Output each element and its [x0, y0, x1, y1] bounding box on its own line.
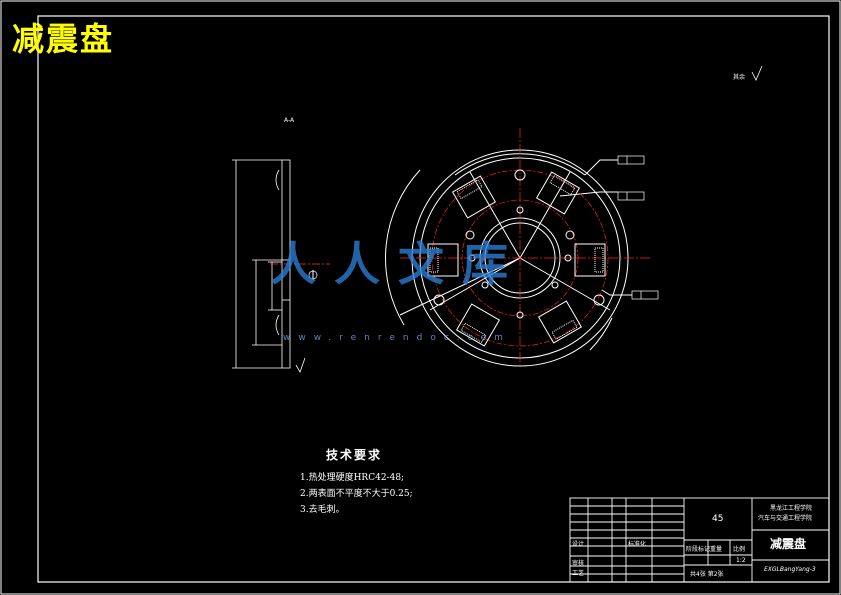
tolerance-frames [617, 155, 659, 300]
sheet-count: 共4张 第2张 [690, 571, 724, 578]
scale-value: 1:2 [736, 557, 746, 564]
disc-windows [427, 171, 606, 347]
disc-holes [433, 169, 605, 319]
ratio-label: 比例 [733, 546, 746, 553]
watermark-url: www.renrendoc.com [283, 333, 511, 343]
section-view [232, 159, 306, 373]
tech-item: 3.去毛刺。 [300, 505, 345, 515]
technical-requirements: 技术要求 1.热处理硬度HRC42-48; 2.两表面不平度不大于0.25; 3… [300, 446, 413, 518]
tech-item: 2.两表面不平度不大于0.25; [300, 489, 413, 499]
standard-label: 标准化 [628, 541, 647, 548]
designer-label: 设计 [572, 541, 585, 548]
weight-label: 重量 [710, 546, 723, 553]
school-dept: 汽车与交通工程学院 [758, 515, 813, 522]
section-label: A-A [284, 117, 295, 124]
drawing-title: 减震盘 [12, 20, 115, 58]
school-name: 黑龙江工程学院 [770, 505, 813, 512]
material-value: 45 [712, 514, 724, 524]
stage-label: 阶段标记 [686, 546, 711, 553]
review-label: 审核 [572, 560, 585, 567]
title-block-grid [569, 497, 830, 583]
section-centerline [270, 263, 330, 280]
part-name: 减震盘 [770, 537, 807, 551]
drawing-number: EXGLBangYang-3 [764, 566, 816, 573]
roughness-note: 其余 [733, 74, 746, 81]
roughness-symbol [751, 65, 763, 81]
tech-item: 1.热处理硬度HRC42-48; [300, 473, 405, 483]
tech-heading: 技术要求 [326, 448, 383, 462]
watermark-text: 人人文库 [270, 237, 526, 291]
tech-list: 1.热处理硬度HRC42-48; 2.两表面不平度不大于0.25; 3.去毛刺。 [300, 471, 413, 518]
process-label: 工艺 [572, 570, 585, 577]
disc-center-lines [400, 128, 650, 365]
inner-frame [37, 15, 830, 583]
